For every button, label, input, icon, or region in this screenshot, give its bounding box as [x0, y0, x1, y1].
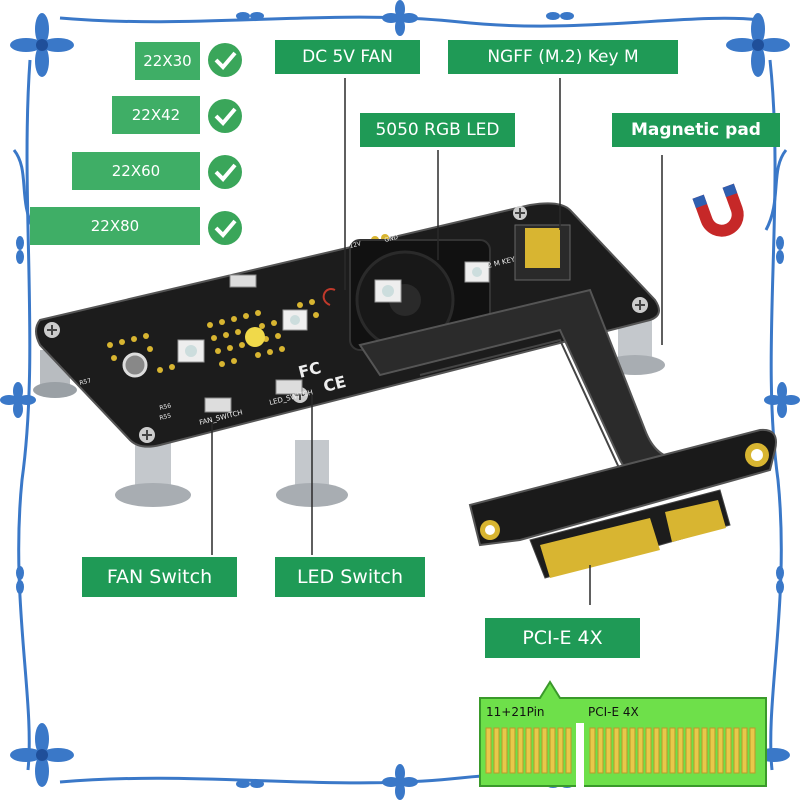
pcb-yellow-marker — [245, 327, 265, 347]
check-icon — [208, 211, 242, 245]
magnet-icon — [692, 183, 744, 237]
ce-mark: CE — [321, 372, 348, 396]
label-rgb-led: 5050 RGB LED — [360, 113, 515, 147]
size-tag-22x80: 22X80 — [30, 207, 200, 245]
check-icon — [208, 99, 242, 133]
switch-icons — [204, 274, 303, 413]
board-label-12v: 12V — [349, 240, 363, 250]
pcb-board — [35, 202, 660, 448]
m2-slot — [514, 224, 571, 281]
label-ngff-m2-key-m: NGFF (M.2) Key M — [448, 40, 678, 74]
mount-hole — [122, 352, 148, 378]
check-icon — [208, 155, 242, 189]
pcie-inset-diagram: 11+21Pin PCI-E 4X — [479, 680, 767, 788]
inset-title: PCI-E 4X — [588, 705, 639, 719]
board-label-r55: R55 — [159, 412, 172, 422]
inset-pin-count: 11+21Pin — [486, 705, 545, 719]
check-icon — [208, 43, 242, 77]
fc-mark: FC — [296, 358, 323, 382]
pcie-connector — [468, 428, 777, 579]
board-label-gnd: GND — [384, 234, 399, 244]
label-magnetic-pad: Magnetic pad — [612, 113, 780, 147]
label-pcie-4x: PCI-E 4X — [485, 618, 640, 658]
size-tag-22x30: 22X30 — [135, 42, 200, 80]
size-tag-22x42: 22X42 — [112, 96, 200, 134]
label-fan-switch: FAN Switch — [82, 557, 237, 597]
board-label-r57: R57 — [79, 377, 92, 387]
board-label-r56: R56 — [159, 402, 172, 412]
check-icons — [208, 43, 242, 245]
label-dc-5v-fan: DC 5V FAN — [275, 40, 420, 74]
rgb-led-icon — [177, 261, 490, 363]
callout-lines — [211, 78, 663, 605]
label-led-switch: LED Switch — [275, 557, 425, 597]
size-tag-22x60: 22X60 — [72, 152, 200, 190]
